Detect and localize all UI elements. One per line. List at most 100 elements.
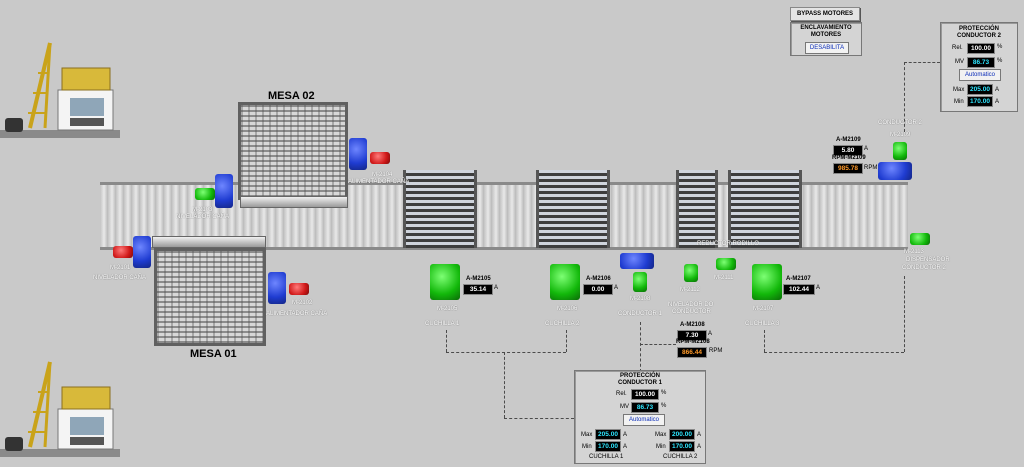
a-m2107-unit: A (816, 285, 821, 291)
signal-line-c2-down (566, 330, 567, 352)
m2113-label: M-2113 (904, 249, 924, 255)
m2105-motor[interactable] (430, 264, 460, 300)
protection1-c2-min-value[interactable]: 170.00 (669, 441, 695, 452)
protection1-c1-max-value[interactable]: 205.00 (595, 429, 621, 440)
m2102-motor[interactable] (289, 283, 309, 295)
m2104-label: M-2104 (372, 172, 393, 178)
protection1-rel-label: Rel. (616, 391, 627, 397)
signal-line-to-panel1 (504, 352, 505, 418)
m2112-motor[interactable] (684, 264, 698, 282)
a-m2105-unit: A (494, 285, 499, 291)
m2108-label: M-2108 (630, 296, 651, 302)
m2105-label: M-2105 (437, 306, 458, 312)
protection-conductor-2-panel: PROTECCIÓN CONDUCTOR 2 Rel. 100.00 % MV … (940, 22, 1018, 112)
protection1-title-2: CONDUCTOR 1 (618, 380, 662, 386)
m2113-motor[interactable] (910, 233, 930, 245)
protection1-mv-label: MV (620, 404, 629, 410)
conductor-1-label: CONDUCTOR 1 (618, 311, 662, 317)
a-m2108-tag: A-M2108 (680, 322, 705, 328)
m2102-drive-motor[interactable] (268, 272, 286, 304)
reductor-drum (676, 170, 718, 248)
conductor-2-label: CONDUCTOR 2 (878, 120, 922, 126)
reductor-rodillo-label: REDUCTOR RODILLO (697, 241, 759, 247)
protection1-c2-min-label: Min (656, 444, 666, 450)
m2101-motor[interactable] (113, 246, 133, 258)
nivelador-cana-top-label: NIVELADOR CAÑA (176, 214, 230, 220)
a-m2109-unit: A (864, 146, 869, 152)
mesa-01-table (154, 248, 266, 346)
nivelador-conductor-label-1: NIVELADOR DO (668, 302, 714, 308)
protection2-min-value[interactable]: 170.00 (967, 96, 993, 107)
truck-top-icon (0, 42, 120, 138)
protection1-c1-min-unit: A (623, 444, 628, 450)
rpm-m2108-tag: RPM-M2108 (676, 339, 710, 345)
m2101-drive-motor[interactable] (133, 236, 151, 268)
protection2-mode-button[interactable]: Automatico (959, 69, 1001, 81)
protection1-c2-min-unit: A (697, 444, 702, 450)
signal-line-conductor1-h (640, 344, 676, 345)
protection2-title-2: CONDUCTOR 2 (957, 33, 1001, 39)
mesa-01-roller (152, 236, 266, 248)
cuchilla-1-drum (403, 170, 477, 248)
protection1-mv-value: 86.73 (631, 402, 659, 413)
m2109-label: M-2109 (890, 132, 911, 138)
protection2-title-1: PROTECCIÓN (958, 26, 999, 32)
protection1-c1-min-label: Min (582, 444, 592, 450)
protection1-mode-button[interactable]: Automatico (623, 414, 665, 426)
m2104-motor[interactable] (370, 152, 390, 164)
m2108-drive-motor[interactable] (620, 253, 654, 269)
alimentador-cana-top-label: ALIMENTADOR CAÑA (348, 179, 410, 185)
protection2-mv-label: MV (955, 59, 964, 65)
m2111-label: M-2111 (714, 275, 734, 281)
m2106-label: M-2106 (557, 306, 578, 312)
cuchilla-1-label: CUCHILLA 1 (425, 321, 460, 327)
m2109-motor[interactable] (893, 142, 907, 160)
rpm-m2108-value: 866.44 (677, 347, 707, 358)
a-m2107-value: 102.44 (783, 284, 815, 295)
protection2-mv-value: 86.73 (967, 57, 995, 68)
m2109-drive-motor[interactable] (878, 162, 912, 180)
m2106-motor[interactable] (550, 264, 580, 300)
m2108-motor[interactable] (633, 272, 647, 292)
m2101-label: M-2101 (110, 265, 131, 271)
alimentador-cana-bottom-label: ALIMENTADOR CAÑA (266, 311, 328, 317)
m2107-motor[interactable] (752, 264, 782, 300)
protection2-rel-value[interactable]: 100.00 (967, 43, 995, 54)
interlock-disable-button[interactable]: DESABILITA (805, 42, 849, 54)
signal-line-c3-down (764, 330, 765, 352)
m2111-motor[interactable] (716, 258, 736, 270)
m2102-label: M-2102 (292, 300, 313, 306)
signal-line-right-v (904, 276, 905, 352)
rpm-m2109-tag: RPM-M2109 (832, 155, 866, 161)
m2103-motor[interactable] (195, 188, 215, 200)
dispensador-label-2: CONDUCTOR 2 (902, 265, 946, 271)
interlock-panel: ENCLAVAMIENTO MOTORES DESABILITA (790, 22, 862, 56)
bypass-motores-button[interactable]: BYPASS MOTORES (790, 7, 860, 21)
rpm-m2109-unit: RPM (864, 165, 878, 171)
signal-line-panel1-h (504, 418, 574, 419)
protection1-c1-min-value[interactable]: 170.00 (595, 441, 621, 452)
protection2-rel-pct: % (997, 44, 1003, 50)
a-m2106-value: 0.00 (583, 284, 613, 295)
protection1-rel-value[interactable]: 100.00 (631, 389, 659, 400)
signal-line-top-v (904, 62, 905, 132)
a-m2108-unit: A (708, 331, 713, 337)
nivelador-cana-bottom-label: NIVELADOR CAÑA (93, 275, 147, 281)
protection1-c2-max-label: Max (655, 432, 667, 438)
m2104-drive-motor[interactable] (349, 138, 367, 170)
dispensador-label-1: DISPENSADOR (906, 257, 950, 263)
protection-conductor-1-panel: PROTECCIÓN CONDUCTOR 1 Rel. 100.00 % MV … (574, 370, 706, 464)
protection2-max-value[interactable]: 205.00 (967, 84, 993, 95)
cuchilla-3-drum (728, 170, 802, 248)
rpm-m2109-value: 985.78 (833, 163, 863, 174)
nivelador-conductor-label-2: CONDUCTOR (672, 309, 711, 315)
m2103-drive-motor[interactable] (215, 174, 233, 208)
a-m2109-value: 5.80 (833, 145, 863, 156)
a-m2105-tag: A-M2105 (466, 276, 491, 282)
rpm-m2108-unit: RPM (709, 348, 723, 354)
protection1-c2-max-value[interactable]: 200.00 (669, 429, 695, 440)
a-m2107-tag: A-M2107 (786, 276, 811, 282)
interlock-title-line2: MOTORES (810, 32, 842, 38)
protection1-c2-label: CUCHILLA 2 (663, 454, 698, 460)
a-m2108-value: 7.30 (677, 330, 707, 341)
